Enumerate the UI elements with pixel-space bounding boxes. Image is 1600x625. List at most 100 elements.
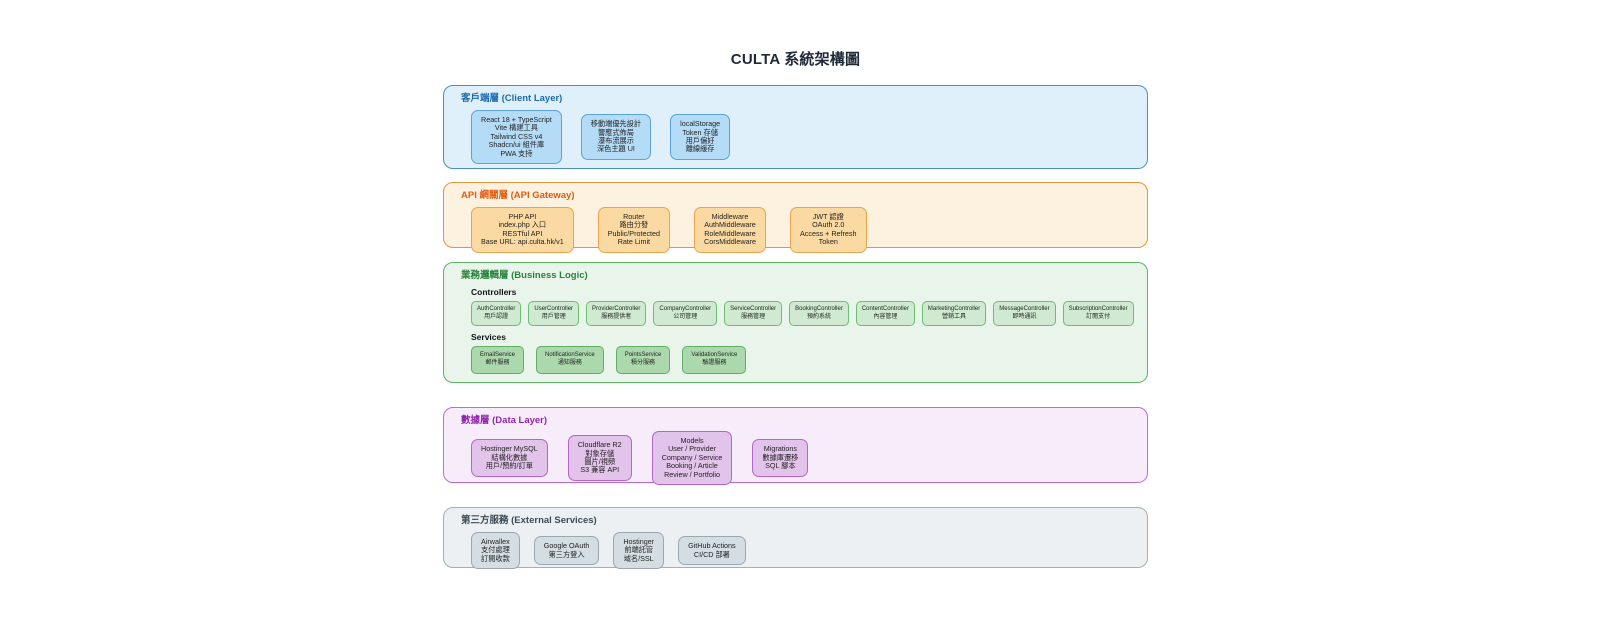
- node-text-line: User / Provider: [668, 444, 717, 454]
- node-text-line: 對象存儲: [585, 448, 615, 458]
- node-text-line: Shadcn/ui 組件庫: [488, 140, 545, 150]
- node-client-2: 移動端優先設計響應式佈局瀑布流展示深色主題 UI: [580, 114, 652, 160]
- node-text-line: 數據庫遷移: [762, 452, 799, 462]
- node-text-line: ProviderController: [592, 306, 641, 312]
- node-text-line: CompanyController: [659, 306, 712, 312]
- node-text-line: Models: [680, 436, 704, 445]
- node-text-line: 瀑布流展示: [597, 136, 634, 146]
- node-text-line: PointsService: [624, 352, 662, 359]
- node-text-line: index.php 入口: [498, 220, 547, 230]
- node-text-line: RESTful API: [502, 228, 543, 238]
- node-text-line: React 18 + TypeScript: [481, 115, 552, 124]
- node-text-line: 支付處理: [481, 545, 510, 555]
- group-label-controllers: Controllers: [471, 287, 517, 297]
- node-text-line: 預約系統: [806, 313, 831, 320]
- node-text-line: Middleware: [711, 212, 749, 221]
- node-text-line: Token 存儲: [682, 127, 718, 137]
- node-text-line: AuthController: [477, 306, 516, 312]
- layer-client: 客戶端層 (Client Layer) React 18 + TypeScript…: [443, 85, 1148, 169]
- node-text-line: CI/CD 部署: [693, 549, 730, 559]
- layer-title-data: 數據層 (Data Layer): [461, 415, 548, 426]
- node-text-line: 結構化數據: [491, 452, 528, 462]
- node-text-line: Hostinger: [623, 537, 655, 546]
- node-text-line: SubscriptionController: [1068, 306, 1128, 312]
- node-text-line: 驗證服務: [702, 360, 727, 367]
- node-text-line: CorsMiddleware: [704, 237, 756, 247]
- node-text-line: AuthMiddleware: [704, 220, 756, 230]
- node-text-line: 圖片/視頻: [584, 457, 616, 467]
- node-text-line: Base URL: api.culta.hk/v1: [481, 237, 564, 247]
- node-text-line: 前端託管: [624, 545, 654, 555]
- node-text-line: OAuth 2.0: [812, 220, 845, 230]
- node-text-line: EmailService: [480, 352, 516, 359]
- node-text-line: Hostinger MySQL: [481, 444, 538, 454]
- node-text-line: 積分服務: [631, 360, 656, 367]
- node-text-line: 用戶管理: [541, 313, 566, 320]
- node-text-line: Booking / Article: [666, 461, 718, 471]
- node-text-line: Router: [623, 212, 645, 221]
- node-text-line: Token: [818, 237, 838, 247]
- group-label-services: Services: [471, 332, 506, 343]
- node-text-line: Public/Protected: [607, 228, 661, 238]
- node-text-line: 即時通訊: [1012, 313, 1037, 320]
- node-text-line: ContentController: [861, 306, 909, 312]
- node-text-line: 服務提供者: [601, 313, 632, 320]
- node-text-line: NotificationService: [545, 352, 595, 359]
- node-text-line: 訂閱收款: [481, 553, 510, 563]
- node-text-line: 公司管理: [673, 313, 698, 320]
- node-text-line: JWT 認證: [812, 212, 844, 221]
- node-text-line: 深色主題 UI: [596, 144, 635, 154]
- node-text-line: Airwallex: [481, 537, 510, 546]
- node-text-line: SQL 腳本: [765, 461, 796, 471]
- layer-title-client: 客戶端層 (Client Layer): [461, 93, 563, 104]
- node-text-line: ValidationService: [691, 352, 738, 359]
- node-text-line: Vite 構建工具: [494, 123, 538, 133]
- node-text-line: ServiceController: [730, 306, 777, 312]
- node-text-line: Migrations: [763, 444, 797, 454]
- node-text-line: 路由分發: [619, 220, 649, 230]
- node-text-line: 第三方登入: [548, 549, 585, 559]
- node-text-line: 用戶認證: [484, 313, 509, 320]
- node-text-line: Company / Service: [661, 452, 723, 462]
- node-text-line: RoleMiddleware: [704, 228, 756, 238]
- node-text-line: 訂閱支付: [1086, 313, 1111, 320]
- node-text-line: GitHub Actions: [688, 541, 736, 551]
- node-text-line: Cloudflare R2: [577, 440, 622, 450]
- node-text-line: 服務管理: [741, 313, 766, 320]
- node-text-line: Rate Limit: [617, 237, 651, 247]
- node-text-line: Google OAuth: [543, 541, 590, 551]
- layer-title-api: API 網關層 (API Gateway): [461, 190, 575, 201]
- layer-title-business: 業務邏輯層 (Business Logic): [461, 270, 588, 281]
- node-text-line: 響應式佈局: [597, 127, 634, 137]
- node-text-line: 內容管理: [873, 313, 898, 320]
- node-text-line: MessageController: [999, 306, 1050, 312]
- node-text-line: 用戶/預約/訂單: [485, 461, 533, 471]
